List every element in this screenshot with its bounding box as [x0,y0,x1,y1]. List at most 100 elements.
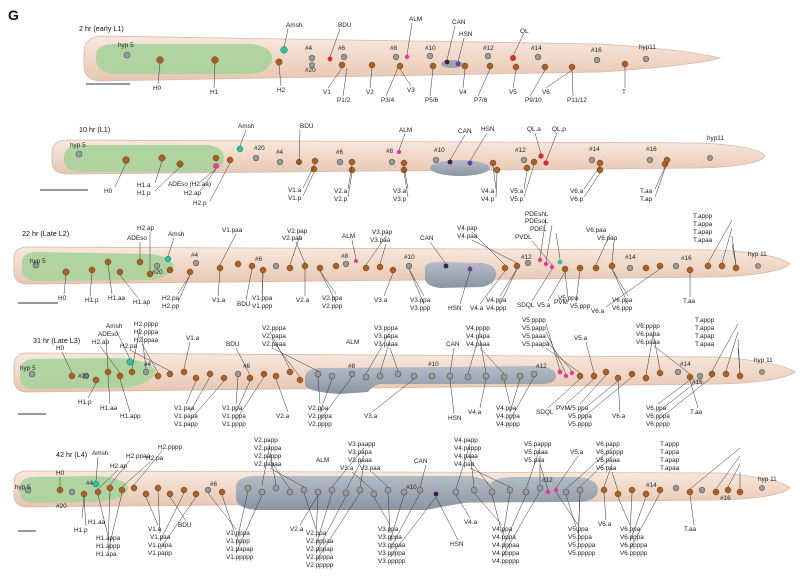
cell [56,486,64,494]
cell [646,156,654,164]
leader-lines [63,217,737,308]
label: V2.pppaa [306,538,334,545]
label: #20 [254,145,265,152]
label: T.appp [695,317,715,324]
cell [516,372,524,380]
cell [543,261,549,267]
cell [244,484,252,492]
label: QL.a [527,126,541,133]
cell [396,149,402,155]
cell [310,165,318,173]
label: #14 [646,482,657,489]
cell [28,370,36,378]
label: V1.a [186,335,200,342]
cell [759,485,765,491]
label: HSN [448,415,462,422]
label: V2.paaa [262,341,286,348]
cell [354,259,358,263]
label: V6.a [598,521,612,528]
cell [136,258,144,266]
label: #6 [336,149,344,156]
label: CAN [458,128,472,135]
cell [724,486,732,494]
cell [328,486,336,494]
cell [376,263,384,271]
label: H0 [56,470,65,477]
cell [342,260,350,268]
label: ALM [409,16,422,23]
label: V1.paa [174,405,195,412]
cell [464,373,472,381]
label: V6.a [591,308,605,315]
cell [92,480,100,488]
label: V6.a [570,188,584,195]
label: #16 [646,146,657,153]
cell [426,52,434,60]
label: V3.a [364,413,378,420]
cell [404,54,410,60]
label: H2.ap [92,339,109,346]
label: #12 [515,147,526,154]
label: #20 [305,67,316,74]
cell-labels: hyp 5 H0 H1.p H1.aa H1.ap ADEso H2.ap Am… [30,211,767,315]
cell [510,55,516,61]
label: V2.ppa [322,295,343,302]
label: V3.paaa [348,457,372,464]
cell [122,156,130,164]
label: V4.pppp [466,325,490,332]
label: HSN [481,126,495,133]
label: V6.pppp [636,323,660,330]
label: V1.papa [174,413,198,420]
cell [340,53,348,61]
label: H1 [210,89,219,96]
label: PDEshL [525,211,549,218]
label: V5.pappp [524,441,552,448]
label: H2.pp [162,303,179,310]
label: SDQL [517,302,535,309]
label: PVM [556,405,570,412]
cell [545,489,551,495]
cell [602,368,610,376]
label: ALM [316,457,329,464]
label: V1.papp [148,550,172,557]
label: V4.paaa [466,341,490,348]
cell [663,156,671,164]
cell [444,59,450,65]
cell [368,61,376,69]
label: #8 [386,148,394,155]
label: V5.ppa [558,295,579,302]
cell [213,163,219,169]
label: #6 [210,481,218,488]
label: V4.pppa [496,413,520,420]
label: Amsh [92,450,109,457]
label: T.aa [684,526,697,533]
label: H1.apa [96,551,117,558]
label: V6.ppp [612,305,633,312]
label: V4.pppa [492,534,516,541]
cell [512,63,520,71]
label: T.apaa [695,341,715,348]
cell [309,62,315,68]
label: #12 [536,363,547,370]
cell [128,368,136,376]
label: P11/12 [567,97,587,104]
label: V3.paa [370,237,391,244]
label: V2.pppa [262,325,286,332]
label: V6.paa [586,227,607,234]
label: V5.paaa [524,449,548,456]
label: V6.ppppa [620,542,648,549]
cell [718,262,726,270]
cell [62,268,70,276]
label: V2.pappa [254,445,282,452]
label: T.appp [660,441,680,448]
cell [300,486,308,494]
label: T.ap [640,196,653,203]
label: #4 [191,252,199,259]
label: #10 [434,147,445,154]
cell [259,266,267,274]
label: T.aa [683,298,696,305]
cell [461,62,469,70]
label: V5.a [570,449,584,456]
label: hyp11 [639,44,656,51]
cell [252,154,260,162]
